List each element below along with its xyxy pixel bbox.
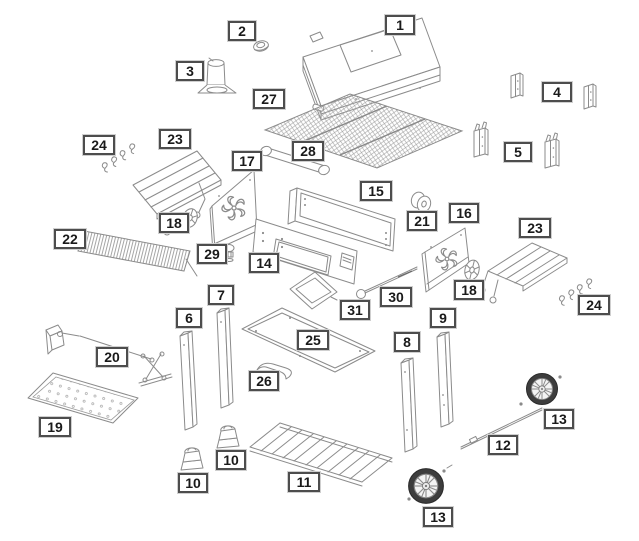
part-18-right-damper-drawing [464,259,480,281]
part-label-24: 24 [578,295,610,315]
part-14-front-panel-drawing [252,218,358,285]
part-31-door-drawing [289,271,338,310]
part-label-2: 2 [228,21,256,41]
part-label-28: 28 [292,141,324,161]
part-label-24: 24 [83,135,115,155]
part-label-4: 4 [542,82,572,102]
part-1-lid-drawing [302,17,441,121]
part-16-right-panel-drawing [421,227,470,293]
part-label-10: 10 [216,450,246,470]
part-label-15: 15 [360,181,392,201]
part-label-8: 8 [394,332,420,352]
part-label-26: 26 [249,371,279,391]
part-label-7: 7 [208,285,234,305]
part-13-upper-wheel-drawing [519,373,562,406]
part-label-12: 12 [488,435,518,455]
part-label-9: 9 [430,308,456,328]
part-27-cooking-grate-drawing [263,93,464,169]
part-label-3: 3 [176,61,204,81]
part-23-left-shelf-drawing [132,150,222,236]
part-label-30: 30 [380,287,412,307]
part-label-19: 19 [39,417,71,437]
part-label-5: 5 [504,142,532,162]
part-label-23: 23 [519,218,551,238]
part-8-leg-drawing [400,357,418,453]
part-label-18: 18 [159,213,189,233]
part-label-16: 16 [449,203,479,223]
part-21-damper-plate-drawing [410,191,432,213]
part-label-6: 6 [176,308,202,328]
part-23-right-shelf-drawing [478,242,568,304]
part-label-21: 21 [407,211,437,231]
part-30-rod-drawing [356,266,418,299]
part-13-lower-wheel-drawing [407,464,453,504]
part-20-adjuster-drawing [45,324,173,387]
part-label-13: 13 [423,507,453,527]
part-label-17: 17 [232,151,262,171]
part-11-bottom-rack-drawing [249,422,393,487]
part-7-leg-drawing [216,307,234,409]
part-label-10: 10 [178,473,208,493]
part-label-31: 31 [340,300,370,320]
part-3-chimney-drawing [197,57,237,94]
part-9-leg-drawing [436,331,454,428]
part-label-20: 20 [96,347,128,367]
part-label-29: 29 [197,244,227,264]
part-6-leg-drawing [179,330,198,431]
part-label-23: 23 [159,129,191,149]
part-19-tray-drawing [27,372,139,424]
part-label-1: 1 [385,15,415,35]
part-label-13: 13 [544,409,574,429]
part-12-axle-drawing [460,407,543,450]
part-label-18: 18 [454,280,484,300]
part-15-back-panel-drawing [287,187,396,252]
part-label-27: 27 [253,89,285,109]
part-label-14: 14 [249,253,279,273]
part-label-11: 11 [288,472,320,492]
part-label-25: 25 [297,330,329,350]
part-2-ring-drawing [253,40,269,52]
part-label-22: 22 [54,229,86,249]
part-22-charcoal-grate-drawing [77,230,198,277]
part-26-handle-drawing [256,362,292,380]
